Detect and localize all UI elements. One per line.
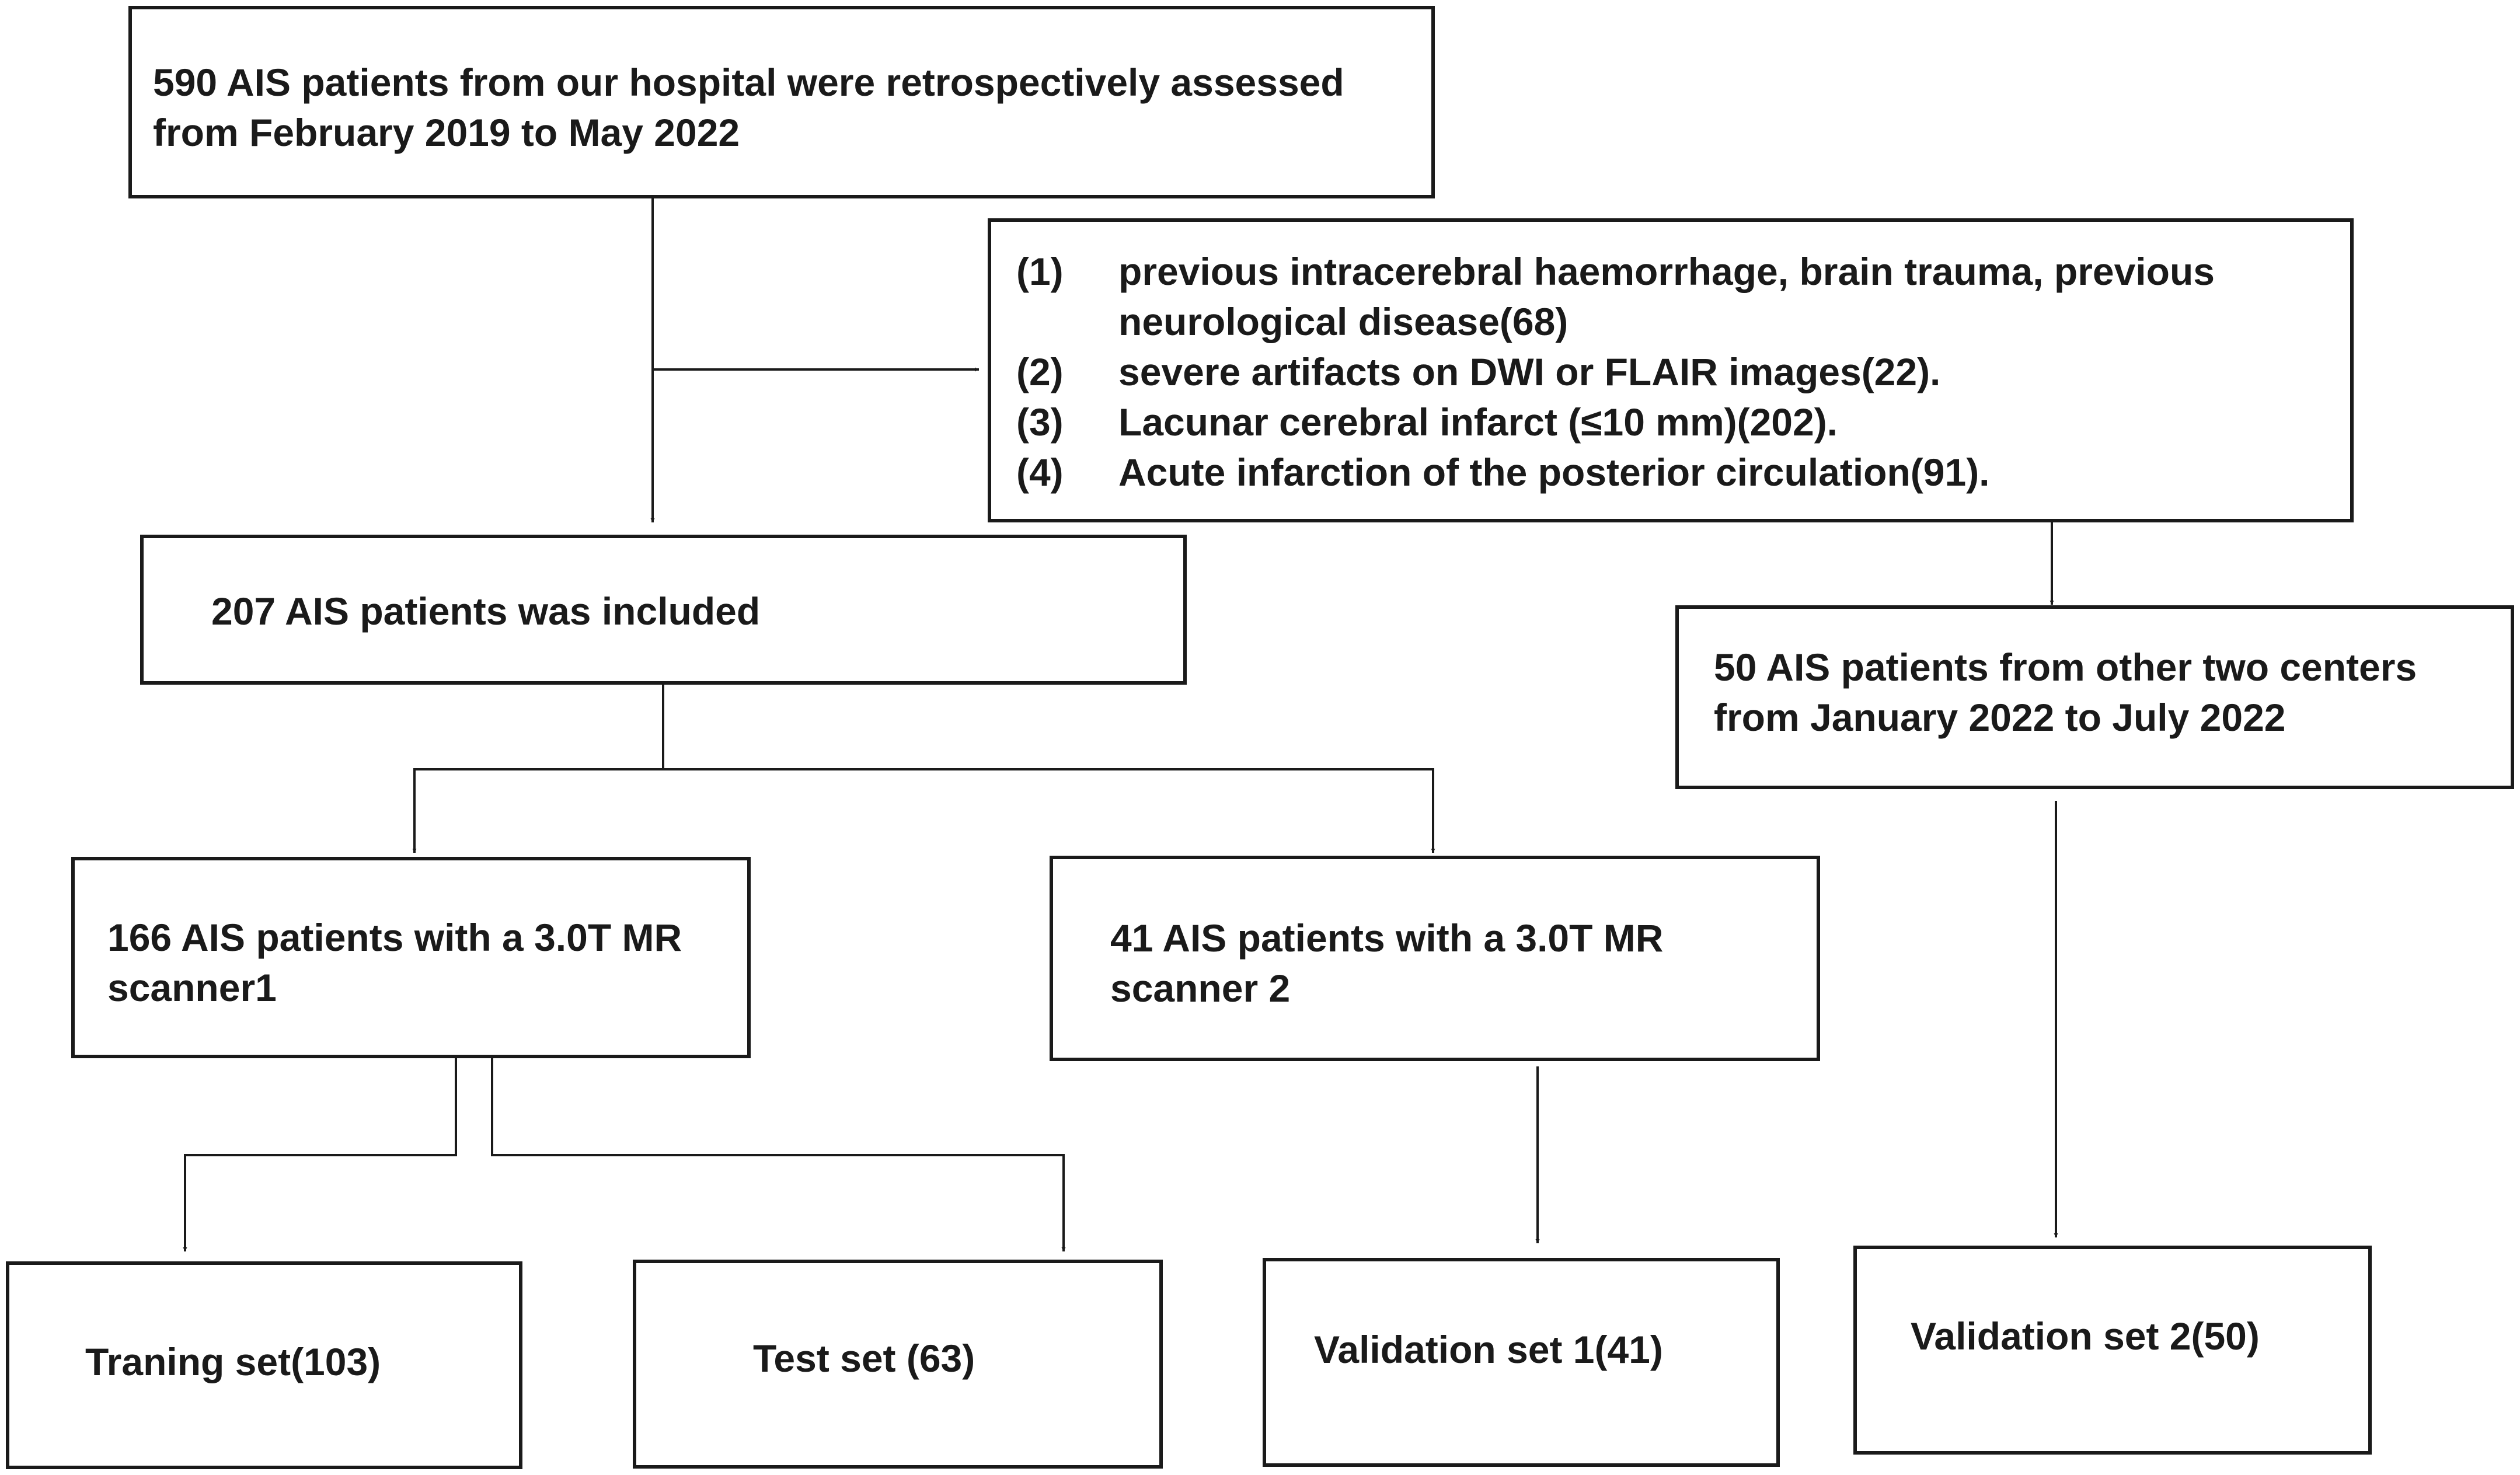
included-box: 207 AIS patients was included	[140, 535, 1187, 685]
training-set-label: Traning set(103)	[85, 1340, 381, 1383]
exclusion-text: Acute infarction of the posterior circul…	[1118, 451, 1990, 494]
scanner2-box: 41 AIS patients with a 3.0T MR scanner 2	[1050, 856, 1820, 1061]
arrow-to-training	[183, 1058, 457, 1251]
arrow-to-scanner2	[663, 768, 1435, 853]
scanner1-box: 166 AIS patients with a 3.0T MR scanner1	[71, 857, 751, 1058]
exclusion-text: previous intracerebral haemorrhage, brai…	[1118, 250, 2215, 293]
exclusion-item: (1) previous intracerebral haemorrhage, …	[1016, 246, 2350, 347]
training-set-box: Traning set(103)	[6, 1261, 522, 1469]
exclusion-box: (1) previous intracerebral haemorrhage, …	[988, 218, 2354, 522]
exclusion-number: (2)	[1016, 350, 1064, 393]
source-line-2: from February 2019 to May 2022	[153, 111, 740, 154]
arrow-to-test	[491, 1058, 1066, 1251]
external-centers-box: 50 AIS patients from other two centers f…	[1675, 605, 2514, 789]
validation1-label: Validation set 1(41)	[1314, 1328, 1663, 1371]
exclusion-number: (3)	[1016, 400, 1064, 444]
exclusion-item: (3) Lacunar cerebral infarct (≤10 mm)(20…	[1016, 397, 2350, 447]
exclusion-text-continued: neurological disease(68)	[1118, 300, 1569, 343]
external-line-2: from January 2022 to July 2022	[1714, 696, 2286, 739]
validation2-label: Validation set 2(50)	[1911, 1314, 2260, 1358]
scanner1-line-1: 166 AIS patients with a 3.0T MR	[107, 916, 682, 959]
exclusion-text: severe artifacts on DWI or FLAIR images(…	[1118, 350, 1941, 393]
validation2-box: Validation set 2(50)	[1853, 1246, 2372, 1455]
exclusion-item: (2) severe artifacts on DWI or FLAIR ima…	[1016, 347, 2350, 397]
source-line-1: 590 AIS patients from our hospital were …	[153, 61, 1344, 104]
validation1-box: Validation set 1(41)	[1263, 1258, 1780, 1467]
exclusion-text: Lacunar cerebral infarct (≤10 mm)(202).	[1118, 400, 1838, 444]
exclusion-number: (1)	[1016, 250, 1064, 293]
external-line-1: 50 AIS patients from other two centers	[1714, 646, 2417, 689]
exclusion-number: (4)	[1016, 451, 1064, 494]
included-label: 207 AIS patients was included	[211, 590, 761, 633]
test-set-box: Test set (63)	[633, 1260, 1163, 1469]
scanner2-line-2: scanner 2	[1110, 967, 1291, 1010]
scanner1-line-2: scanner1	[107, 966, 277, 1009]
scanner2-line-1: 41 AIS patients with a 3.0T MR	[1110, 916, 1664, 960]
test-set-label: Test set (63)	[753, 1337, 975, 1380]
source-box: 590 AIS patients from our hospital were …	[128, 6, 1435, 198]
arrow-to-scanner1	[412, 768, 663, 853]
exclusion-item: (4) Acute infarction of the posterior ci…	[1016, 447, 2350, 497]
